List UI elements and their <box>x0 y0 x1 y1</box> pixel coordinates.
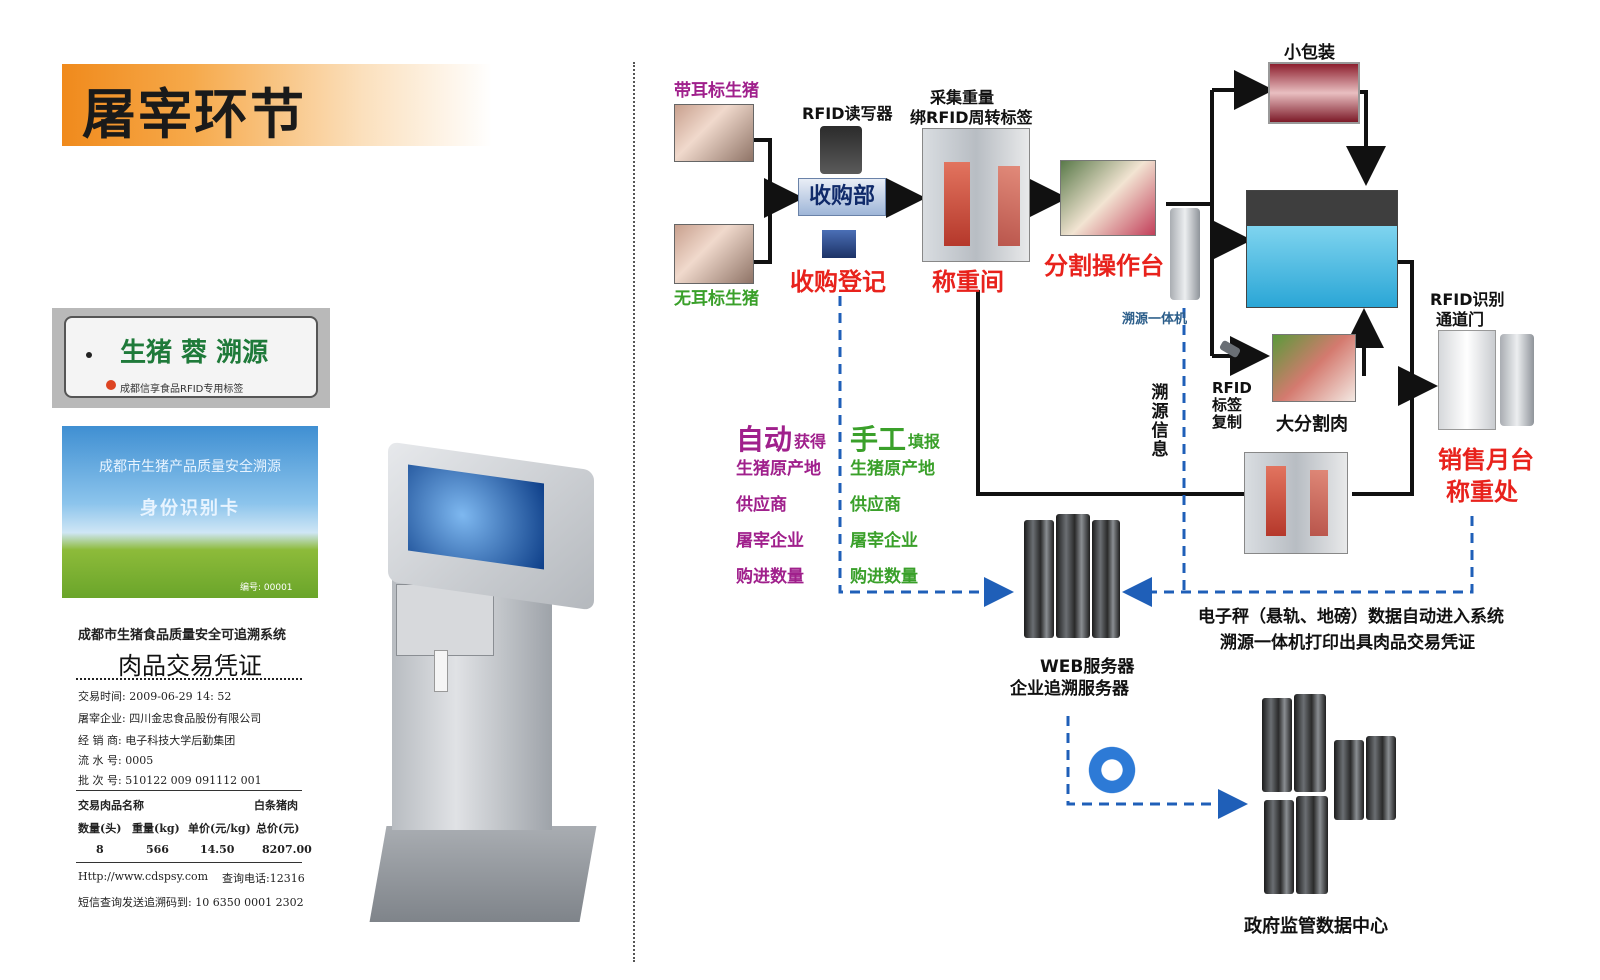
gov-server-icon <box>1262 698 1292 792</box>
small-package-label: 小包装 <box>1284 43 1335 63</box>
receipt-val-total: 8207.00 <box>262 843 312 856</box>
receipt-col-weight: 重量(kg) <box>132 822 180 835</box>
rfid-copy-label: RFID标签复制 <box>1212 379 1252 431</box>
purchase-register-label: 收购登记 <box>790 268 886 296</box>
trace-kiosk-label: 溯源一体机 <box>1122 312 1188 327</box>
weigh-room-label: 称重间 <box>932 268 1004 296</box>
id-card-title: 成都市生猪产品质量安全溯源 <box>99 459 281 475</box>
page-title: 屠宰环节 <box>82 83 306 146</box>
system-note-1: 电子秤（悬轨、地磅）数据自动进入系统 <box>1198 607 1504 627</box>
manual-suffix: 填报 <box>908 432 941 451</box>
web-server-label-2: 企业追溯服务器 <box>1010 679 1129 699</box>
sales-label-2: 称重处 <box>1446 478 1518 506</box>
receipt-line: 屠宰企业: 四川金忠食品股份有限公司 <box>78 712 262 725</box>
receipt-system: 成都市生猪食品质量安全可追溯系统 <box>78 628 287 643</box>
system-note-2: 溯源一体机打印出具肉品交易凭证 <box>1220 633 1475 653</box>
rfid-reader-icon <box>820 126 862 174</box>
manual-item: 购进数量 <box>850 567 918 587</box>
title-band <box>62 64 492 146</box>
receipt-item-label: 交易肉品名称 <box>78 799 144 812</box>
receipt-heading: 肉品交易凭证 <box>118 652 262 680</box>
meat-crate-image <box>1246 190 1398 308</box>
manual-item: 生猪原产地 <box>850 459 935 479</box>
ear-tag-logo-icon <box>106 380 116 390</box>
auto-item: 生猪原产地 <box>736 459 821 479</box>
ear-tag-subtitle: 成都信享食品RFID专用标签 <box>120 384 244 395</box>
manual-item: 屠宰企业 <box>850 531 918 551</box>
weigh-collect-label-2: 绑RFID周转标签 <box>910 108 1033 127</box>
manual-label: 手工 <box>850 423 907 456</box>
pig-untagged-label: 无耳标生猪 <box>674 289 759 309</box>
rfid-reader-label: RFID读写器 <box>802 104 893 123</box>
pig-untagged-image <box>674 224 754 284</box>
trace-kiosk-small-icon <box>1170 208 1200 300</box>
auto-item: 屠宰企业 <box>736 531 804 551</box>
web-server-icon <box>1056 514 1090 638</box>
pig-tagged-image <box>674 104 754 162</box>
gov-server-icon <box>1264 800 1294 894</box>
gov-center-label: 政府监管数据中心 <box>1244 916 1388 937</box>
gov-server-icon <box>1366 736 1396 820</box>
carcass-image <box>998 166 1020 246</box>
gov-server-icon <box>1294 694 1326 792</box>
receipt-sms: 短信查询发送追溯码到: 10 6350 0001 2302 <box>78 896 304 909</box>
sales-label-1: 销售月台 <box>1438 446 1534 474</box>
gate-kiosk-icon <box>1500 334 1534 426</box>
receipt-line: 流 水 号: 0005 <box>78 754 154 767</box>
ear-tag-title: 生猪 蓉 溯源 <box>120 338 269 368</box>
purchase-dept-box: 收购部 <box>798 178 886 216</box>
auto-label: 自动 <box>736 423 793 456</box>
receipt-col-price: 单价(元/kg) <box>188 822 251 835</box>
id-card <box>62 426 318 598</box>
receipt-val-weight: 566 <box>146 843 169 856</box>
cutting-worker-image <box>1060 160 1156 236</box>
carcass-rail-image <box>1244 452 1348 554</box>
carcass-image <box>1310 470 1328 536</box>
big-cut-image <box>1272 334 1356 402</box>
receipt-val-price: 14.50 <box>200 843 235 856</box>
id-card-subtitle: 身份识别卡 <box>140 498 240 519</box>
small-package-image <box>1268 62 1360 124</box>
big-cut-label: 大分割肉 <box>1276 414 1348 435</box>
web-server-icon <box>1092 520 1120 638</box>
pig-tagged-label: 带耳标生猪 <box>674 81 759 101</box>
id-card-number: 编号: 00001 <box>240 583 293 593</box>
web-server-icon <box>1024 520 1054 638</box>
auto-item: 购进数量 <box>736 567 804 587</box>
gov-server-icon <box>1334 740 1364 820</box>
rfid-gate-label-2: 通道门 <box>1436 310 1485 329</box>
receipt-rule <box>76 790 302 791</box>
carcass-image <box>944 162 970 246</box>
receipt-col-quantity: 数量(头) <box>78 822 122 835</box>
auto-suffix: 获得 <box>794 432 827 451</box>
computer-icon <box>822 230 856 258</box>
gov-server-icon <box>1296 796 1328 894</box>
receipt-col-total: 总价(元) <box>256 822 300 835</box>
receipt-url: Http://www.cdspsy.com <box>78 870 209 883</box>
receipt-line: 交易时间: 2009-06-29 14: 52 <box>78 690 232 703</box>
rfid-gate-label-1: RFID识别 <box>1430 290 1505 309</box>
divider <box>633 62 635 962</box>
receipt-rule <box>76 862 302 863</box>
receipt-phone: 查询电话:12316 <box>222 872 305 885</box>
receipt-line: 经 销 商: 电子科技大学后勤集团 <box>78 734 236 747</box>
auto-item: 供应商 <box>736 495 787 515</box>
web-server-label-1: WEB服务器 <box>1040 657 1135 677</box>
internet-explorer-icon <box>1086 744 1138 796</box>
carcass-image <box>1266 466 1286 536</box>
manual-item: 供应商 <box>850 495 901 515</box>
rfid-gate-image <box>1438 330 1496 430</box>
weigh-collect-label-1: 采集重量 <box>930 88 995 107</box>
cutting-table-label: 分割操作台 <box>1044 252 1164 280</box>
receipt-val-quantity: 8 <box>96 843 104 856</box>
receipt-line: 批 次 号: 510122 009 091112 001 <box>78 774 262 787</box>
trace-info-label: 溯源信息 <box>1151 383 1169 460</box>
receipt-dotted-rule <box>76 678 302 680</box>
receipt-item-value: 白条猪肉 <box>254 799 298 812</box>
kiosk-paper-slot <box>434 650 448 692</box>
ear-tag-hole <box>86 352 92 358</box>
